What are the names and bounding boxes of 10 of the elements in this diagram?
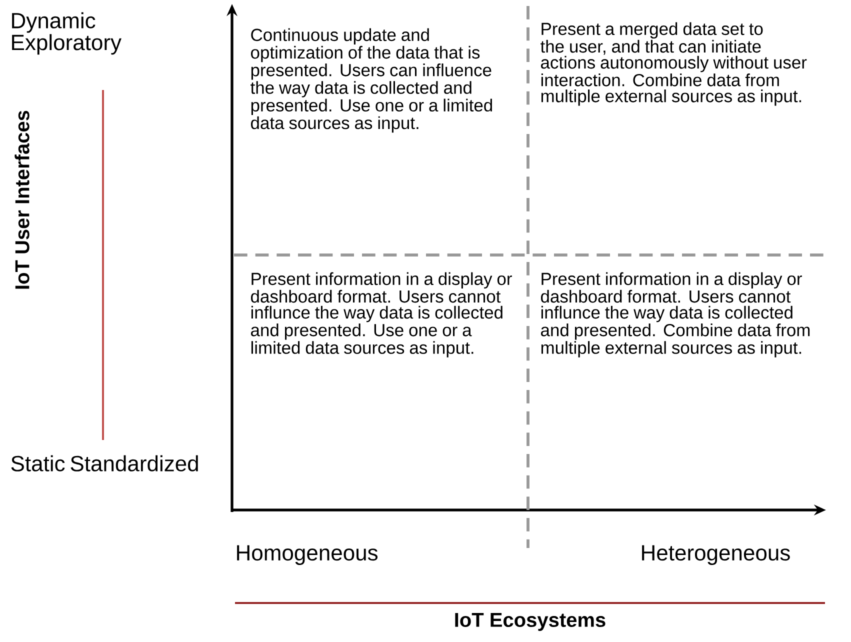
quadrant-text: Present information in a display or dashboard format. Users cannot influnce the way data is collected and presented. Use one or a limited data sources as input.	[251, 272, 512, 358]
axis-end-label: Static Standardized	[11, 455, 198, 472]
quadrant-text: Continuous update and optimization of the data that is presented. Users can influence the way data is collected and presented. Use one or a limited data sources as input.	[250, 28, 492, 133]
quadrant-text: Present information in a display or dashboard format. Users cannot influnce the way data is collected and presented. Combine data from multiple external sources as input.	[541, 272, 810, 358]
axis-end-label: Heterogeneous	[642, 545, 790, 565]
axis-title: IoT Ecosystems	[455, 613, 606, 631]
axis-end-label: Dynamic Exploratory	[12, 12, 122, 55]
axis-title: IoT User Interfaces	[14, 110, 30, 289]
axis-end-label: Homogeneous	[237, 545, 378, 565]
quadrant-text: Present a merged data set to the user, and that can initiate actions autonomously without user interaction. Combine data from multiple external sources as input.	[540, 22, 807, 106]
